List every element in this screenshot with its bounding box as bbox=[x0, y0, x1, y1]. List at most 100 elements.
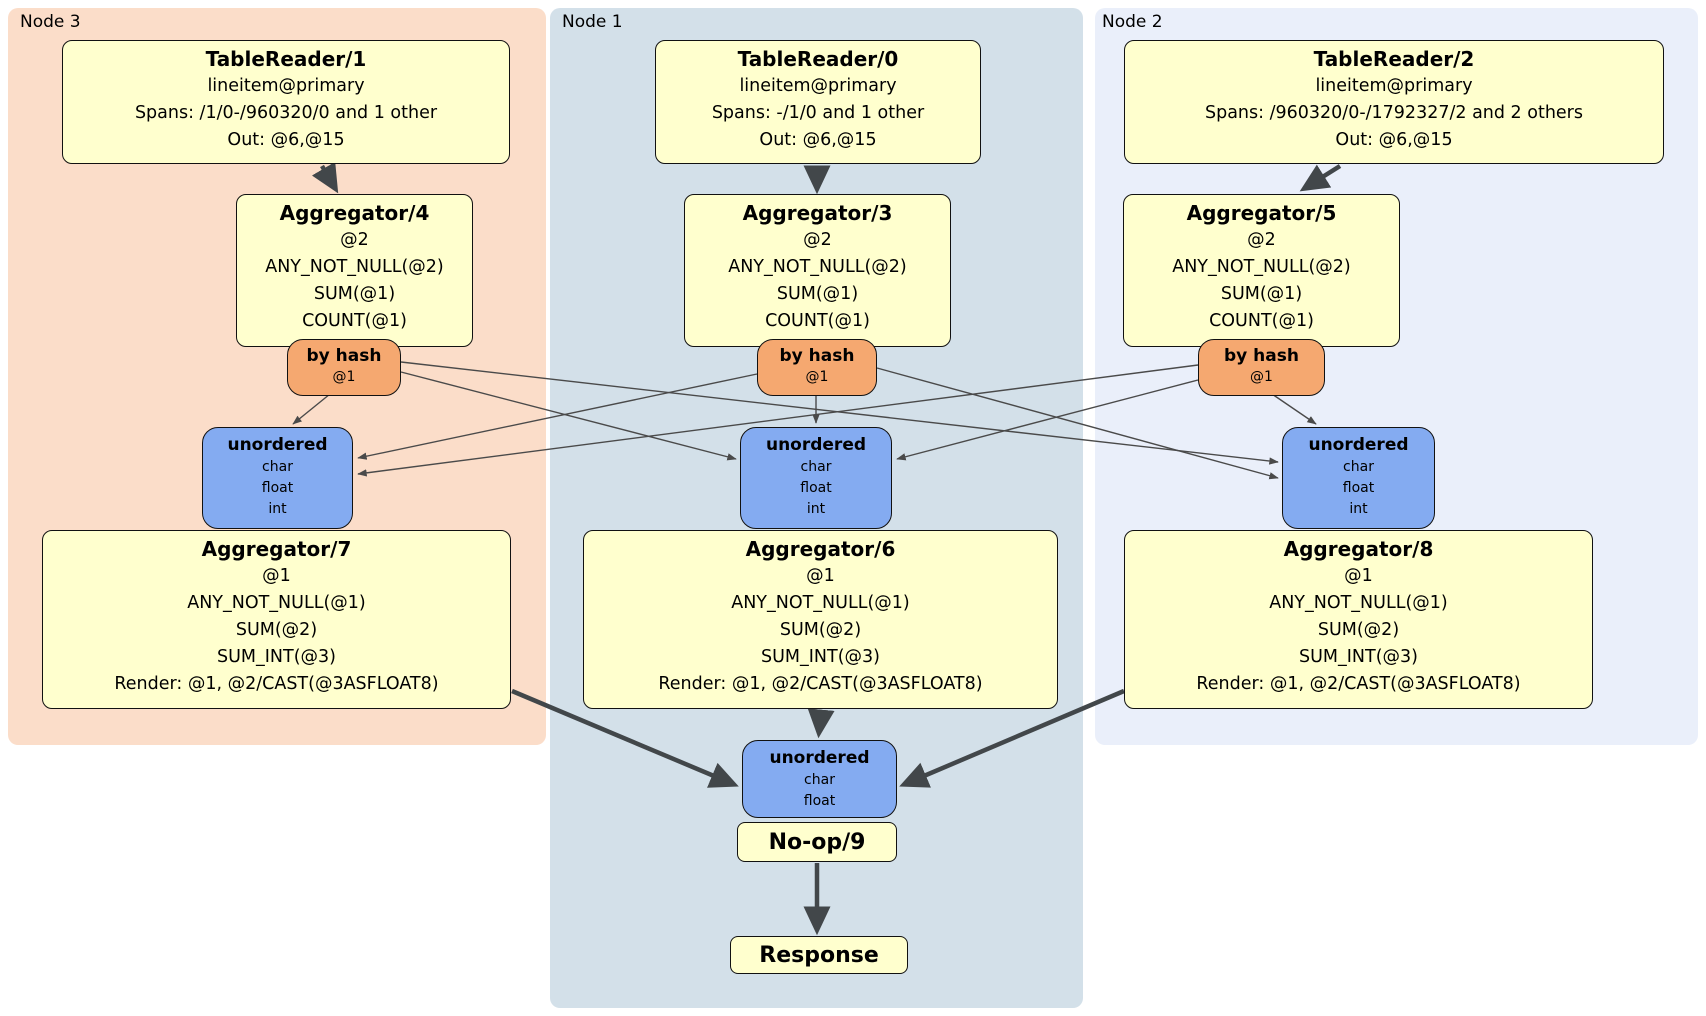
sync-title: unordered bbox=[227, 435, 328, 455]
processor-line: SUM(@2) bbox=[779, 620, 862, 640]
processor-line: Spans: /960320/0-/1792327/2 and 2 others bbox=[1204, 103, 1583, 123]
unordered-sync-node2: unordered char float int bbox=[1282, 427, 1435, 529]
aggregator-8-box: Aggregator/8 @1 ANY_NOT_NULL(@1) SUM(@2)… bbox=[1124, 530, 1593, 709]
processor-line: @2 bbox=[803, 230, 832, 250]
processor-line: Out: @6,@15 bbox=[759, 130, 877, 150]
processor-title: Aggregator/6 bbox=[745, 537, 896, 561]
by-hash-router-node2: by hash @1 bbox=[1198, 339, 1325, 396]
aggregator-4-box: Aggregator/4 @2 ANY_NOT_NULL(@2) SUM(@1)… bbox=[236, 194, 473, 347]
tablereader-1-box: TableReader/1 lineitem@primary Spans: /1… bbox=[62, 40, 510, 164]
processor-line: SUM_INT(@3) bbox=[761, 647, 880, 667]
processor-line: SUM(@2) bbox=[1317, 620, 1400, 640]
sync-line: int bbox=[806, 501, 826, 517]
processor-line: ANY_NOT_NULL(@2) bbox=[265, 257, 444, 277]
router-title: by hash bbox=[1224, 346, 1299, 366]
sync-line: float bbox=[261, 480, 294, 496]
edge-agg7-unfinal bbox=[511, 688, 739, 788]
node2-label: Node 2 bbox=[1102, 12, 1163, 32]
processor-line: ANY_NOT_NULL(@2) bbox=[728, 257, 907, 277]
processor-line: Render: @1, @2/CAST(@3ASFLOAT8) bbox=[1196, 674, 1521, 694]
processor-line: Spans: /1/0-/960320/0 and 1 other bbox=[134, 103, 438, 123]
processor-line: Out: @6,@15 bbox=[1335, 130, 1453, 150]
processor-title: Aggregator/7 bbox=[201, 537, 352, 561]
router-line: @1 bbox=[805, 369, 829, 385]
processor-line: ANY_NOT_NULL(@1) bbox=[731, 593, 910, 613]
processor-line: @1 bbox=[1344, 566, 1373, 586]
router-title: by hash bbox=[779, 346, 855, 366]
tablereader-0-box: TableReader/0 lineitem@primary Spans: -/… bbox=[655, 40, 981, 164]
processor-line: Render: @1, @2/CAST(@3ASFLOAT8) bbox=[114, 674, 439, 694]
node1-label: Node 1 bbox=[562, 12, 623, 32]
processor-line: SUM(@1) bbox=[313, 284, 396, 304]
processor-line: SUM(@1) bbox=[1220, 284, 1303, 304]
processor-line: @1 bbox=[262, 566, 291, 586]
router-line: @1 bbox=[1250, 369, 1273, 385]
noop-title: No-op/9 bbox=[768, 829, 866, 855]
processor-line: @2 bbox=[340, 230, 369, 250]
processor-line: COUNT(@1) bbox=[1209, 311, 1314, 331]
processor-line: SUM_INT(@3) bbox=[217, 647, 336, 667]
edge-bh3-un1 bbox=[400, 371, 737, 461]
sync-title: unordered bbox=[765, 435, 867, 455]
response-title: Response bbox=[759, 942, 879, 968]
edge-bh1-un2 bbox=[876, 367, 1279, 480]
sync-line: int bbox=[1349, 501, 1368, 517]
processor-line: lineitem@primary bbox=[207, 76, 365, 96]
processor-title: Aggregator/3 bbox=[742, 201, 893, 225]
processor-title: TableReader/0 bbox=[737, 47, 899, 71]
tablereader-2-box: TableReader/2 lineitem@primary Spans: /9… bbox=[1124, 40, 1664, 164]
processor-line: COUNT(@1) bbox=[302, 311, 407, 331]
router-title: by hash bbox=[306, 346, 382, 366]
unordered-sync-node1: unordered char float int bbox=[740, 427, 892, 529]
edge-bh3-un3 bbox=[292, 393, 331, 425]
sync-line: char bbox=[804, 772, 835, 788]
edge-bh1-un3 bbox=[357, 373, 758, 460]
processor-line: SUM(@1) bbox=[776, 284, 859, 304]
processor-title: TableReader/1 bbox=[205, 47, 367, 71]
processor-title: TableReader/2 bbox=[1313, 47, 1475, 71]
processor-line: SUM(@2) bbox=[235, 620, 318, 640]
unordered-sync-final: unordered char float bbox=[742, 740, 897, 818]
noop-box: No-op/9 bbox=[737, 822, 897, 862]
sync-line: int bbox=[268, 501, 287, 517]
by-hash-router-node1: by hash @1 bbox=[757, 339, 877, 396]
sync-line: char bbox=[1343, 459, 1374, 475]
router-line: @1 bbox=[332, 369, 356, 385]
unordered-sync-node3: unordered char float int bbox=[202, 427, 353, 529]
processor-line: Spans: -/1/0 and 1 other bbox=[711, 103, 925, 123]
processor-title: Aggregator/4 bbox=[279, 201, 430, 225]
sync-line: char bbox=[800, 459, 832, 475]
node3-label: Node 3 bbox=[20, 12, 81, 32]
processor-line: ANY_NOT_NULL(@1) bbox=[187, 593, 366, 613]
aggregator-3-box: Aggregator/3 @2 ANY_NOT_NULL(@2) SUM(@1)… bbox=[684, 194, 951, 347]
processor-line: ANY_NOT_NULL(@1) bbox=[1269, 593, 1448, 613]
edge-bh2-un1 bbox=[896, 379, 1199, 461]
edge-agg6-unfinal bbox=[807, 708, 835, 739]
processor-line: COUNT(@1) bbox=[765, 311, 870, 331]
edge-agg8-unfinal bbox=[899, 688, 1125, 788]
processor-line: SUM_INT(@3) bbox=[1299, 647, 1418, 667]
edge-bh2-un3 bbox=[357, 364, 1199, 477]
processor-title: Aggregator/8 bbox=[1283, 537, 1434, 561]
sync-title: unordered bbox=[1308, 435, 1409, 455]
edge-bh2-un2 bbox=[1271, 393, 1317, 425]
sync-line: char bbox=[262, 459, 293, 475]
processor-line: lineitem@primary bbox=[739, 76, 897, 96]
sync-line: float bbox=[800, 480, 832, 496]
sync-line: float bbox=[803, 793, 836, 809]
response-box: Response bbox=[730, 936, 908, 974]
sync-title: unordered bbox=[769, 748, 870, 768]
processor-line: Out: @6,@15 bbox=[227, 130, 345, 150]
processor-title: Aggregator/5 bbox=[1186, 201, 1337, 225]
aggregator-6-box: Aggregator/6 @1 ANY_NOT_NULL(@1) SUM(@2)… bbox=[583, 530, 1058, 709]
processor-line: ANY_NOT_NULL(@2) bbox=[1172, 257, 1351, 277]
processor-line: Render: @1, @2/CAST(@3ASFLOAT8) bbox=[658, 674, 983, 694]
edge-tr1-agg4 bbox=[311, 161, 339, 194]
aggregator-5-box: Aggregator/5 @2 ANY_NOT_NULL(@2) SUM(@1)… bbox=[1123, 194, 1400, 347]
edge-tr2-agg5 bbox=[1299, 164, 1342, 192]
sync-line: float bbox=[1342, 480, 1375, 496]
processor-line: lineitem@primary bbox=[1315, 76, 1473, 96]
processor-line: @2 bbox=[1247, 230, 1276, 250]
